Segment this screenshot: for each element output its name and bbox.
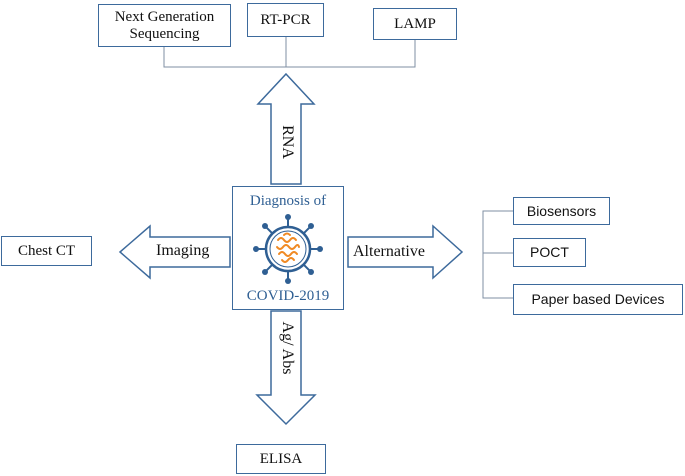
center-box xyxy=(232,186,344,310)
center-subtitle: COVID-2019 xyxy=(246,288,330,304)
top-bracket xyxy=(163,36,416,68)
left-arrow xyxy=(118,224,231,280)
arrow-label-imaging: Imaging xyxy=(156,242,210,259)
right-arrow xyxy=(347,224,464,280)
coronavirus-icon xyxy=(253,214,323,284)
method-box-biosensors: Biosensors xyxy=(513,197,610,225)
method-box-lamp: LAMP xyxy=(373,8,457,40)
arrow-label-rna: RNA xyxy=(279,125,296,159)
method-box-ngs: Next Generation Sequencing xyxy=(98,4,231,47)
down-arrow xyxy=(255,310,317,426)
arrow-label-ag-abs: Ag/ Abs xyxy=(279,321,296,375)
up-arrow xyxy=(256,72,316,185)
method-box-elisa: ELISA xyxy=(236,444,326,474)
method-box-chest-ct: Chest CT xyxy=(1,236,92,266)
arrow-label-alternative: Alternative xyxy=(353,243,425,260)
method-box-paper-devices: Paper based Devices xyxy=(513,284,683,315)
method-box-rt-pcr: RT-PCR xyxy=(247,3,324,37)
right-bracket xyxy=(482,210,513,299)
center-title: Diagnosis of xyxy=(249,193,327,209)
method-box-poct: POCT xyxy=(513,238,586,267)
